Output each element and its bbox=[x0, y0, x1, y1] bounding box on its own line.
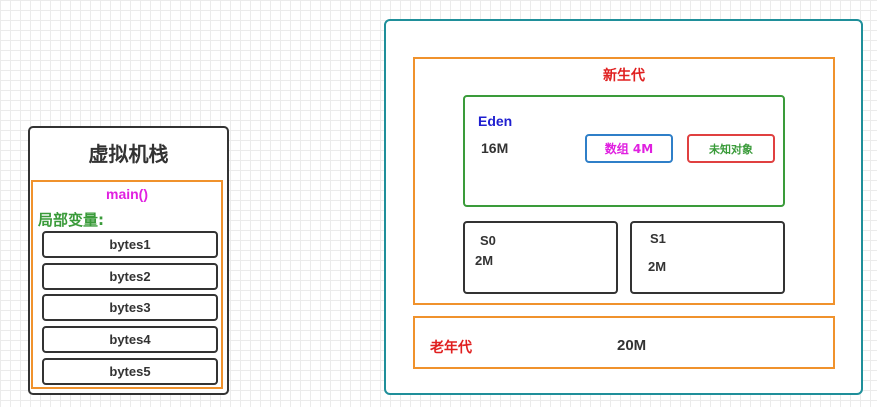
local-variable-bytes3: bytes3 bbox=[42, 294, 218, 321]
stack-frame-method: main() bbox=[106, 186, 148, 202]
local-variable-bytes5: bytes5 bbox=[42, 358, 218, 385]
old-generation-title: 老年代 bbox=[430, 340, 472, 356]
survivor-s1-label: S1 bbox=[650, 231, 666, 246]
old-generation-size: 20M bbox=[617, 337, 647, 354]
local-variable-bytes1: bytes1 bbox=[42, 231, 218, 258]
eden-size: 16M bbox=[481, 140, 509, 156]
survivor-s0 bbox=[463, 221, 618, 294]
old-generation bbox=[413, 316, 835, 369]
local-variable-bytes4: bytes4 bbox=[42, 326, 218, 353]
local-variable-bytes2: bytes2 bbox=[42, 263, 218, 290]
survivor-s1-size: 2M bbox=[648, 259, 667, 274]
local-variables-label: 局部变量: bbox=[38, 211, 104, 229]
survivor-s0-size: 2M bbox=[475, 253, 494, 268]
jvm-stack-title: 虚拟机栈 bbox=[88, 141, 169, 166]
array-object: 数组 4M bbox=[585, 134, 673, 163]
young-generation-title: 新生代 bbox=[603, 68, 645, 84]
unknown-object: 未知对象 bbox=[687, 134, 775, 163]
eden-label: Eden bbox=[478, 113, 513, 129]
survivor-s1 bbox=[630, 221, 785, 294]
survivor-s0-label: S0 bbox=[480, 233, 496, 248]
